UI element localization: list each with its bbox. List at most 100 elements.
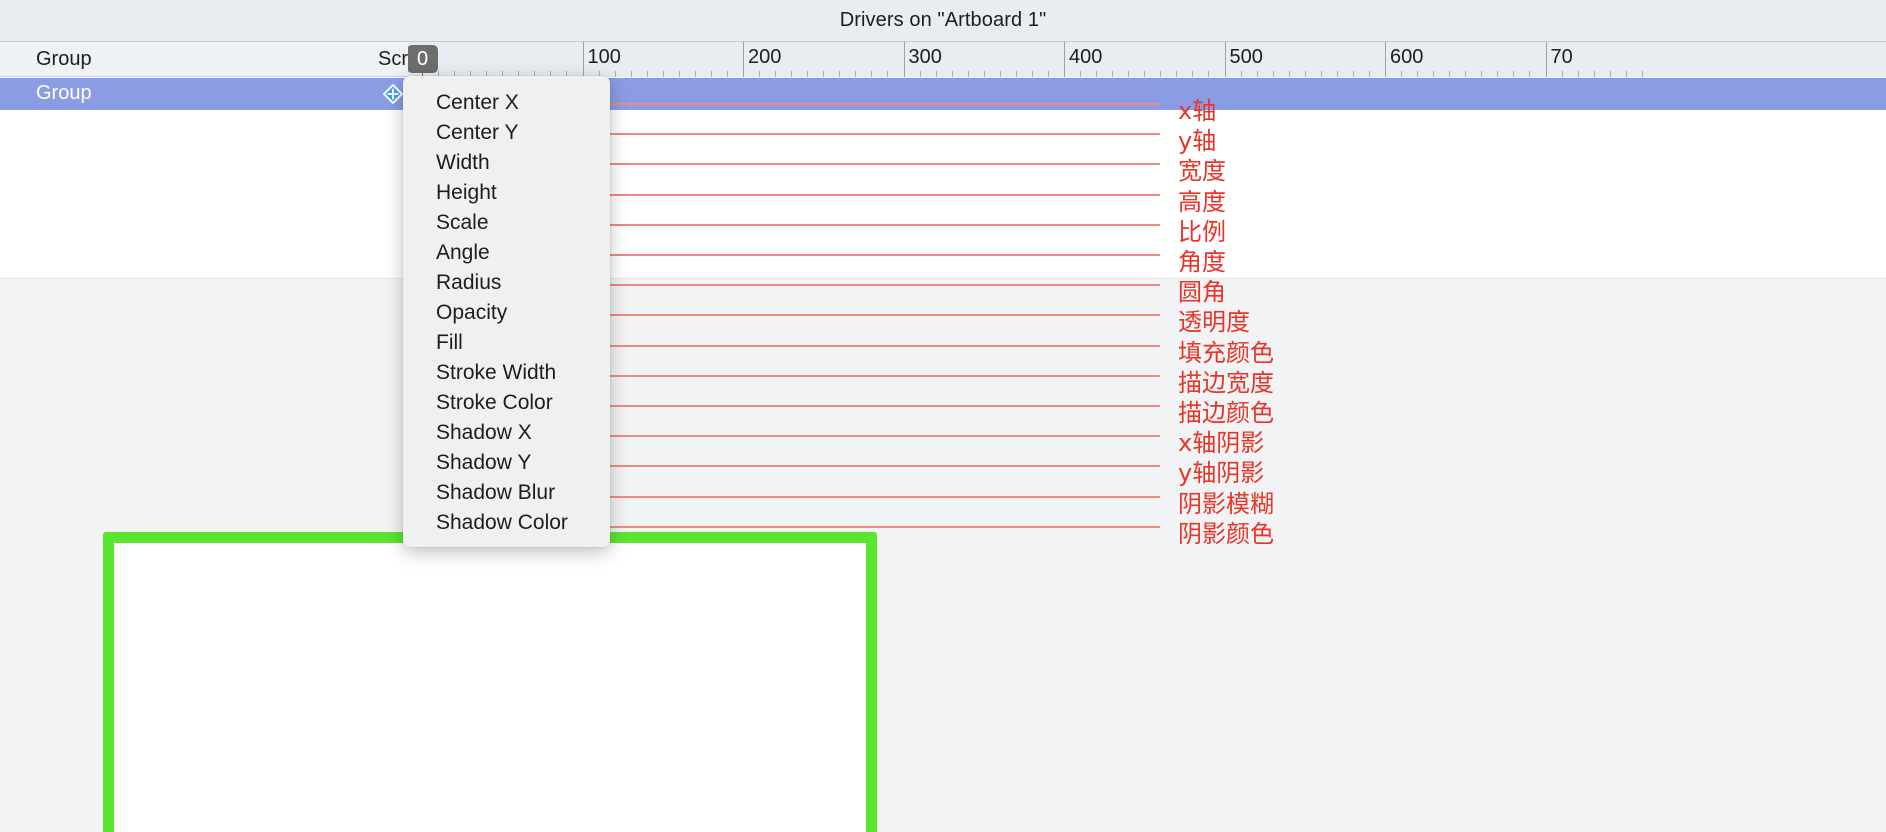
ruler-minor-tick: [1497, 71, 1499, 77]
ruler-minor-tick: [1288, 71, 1290, 77]
ruler-minor-tick: [1513, 71, 1515, 77]
ruler-minor-tick: [1481, 71, 1483, 77]
ruler-minor-tick: [678, 71, 680, 77]
ruler-major-tick: [1545, 42, 1547, 77]
menu-item[interactable]: Radius: [436, 271, 502, 294]
layer-row-group[interactable]: Group: [0, 78, 1886, 110]
ruler-minor-tick: [1160, 71, 1162, 77]
ruler-minor-tick: [1401, 71, 1403, 77]
ruler-minor-tick: [566, 71, 568, 77]
ruler-minor-tick: [1112, 71, 1114, 77]
ruler-minor-tick: [1256, 71, 1258, 77]
ruler-minor-tick: [935, 71, 937, 77]
ruler-minor-tick: [839, 71, 841, 77]
ruler-minor-tick: [646, 71, 648, 77]
menu-item[interactable]: Scale: [436, 211, 489, 234]
menu-item[interactable]: Shadow Y: [436, 451, 532, 474]
ruler-minor-tick: [1433, 71, 1435, 77]
menu-item[interactable]: Fill: [436, 331, 463, 354]
ruler-minor-tick: [1529, 71, 1531, 77]
ruler-minor-tick: [1176, 71, 1178, 77]
ruler-minor-tick: [759, 71, 761, 77]
ruler-minor-tick: [486, 71, 488, 77]
ruler-minor-tick: [1577, 71, 1579, 77]
ruler-minor-tick: [630, 71, 632, 77]
timeline-header-row: Group Scroll X 0100200300400500600700: [0, 42, 1886, 77]
annotation-label: 比例: [1178, 217, 1226, 246]
menu-item[interactable]: Angle: [436, 241, 490, 264]
annotation-label: 高度: [1178, 187, 1226, 216]
ruler-minor-tick: [1192, 71, 1194, 77]
ruler-major-tick: [1064, 42, 1065, 77]
ruler-tick-label: 200: [748, 46, 782, 68]
ruler-tick-label: 100: [587, 46, 621, 68]
ruler-tick-label: 400: [1069, 46, 1103, 68]
ruler-minor-tick: [710, 71, 712, 77]
column-header-group: Group: [36, 48, 92, 70]
ruler-minor-tick: [887, 71, 889, 77]
ruler-minor-tick: [1465, 71, 1467, 77]
menu-item[interactable]: Stroke Color: [436, 391, 553, 414]
annotation-label: x轴: [1178, 97, 1217, 125]
ruler-major-tick: [743, 42, 744, 77]
ruler-minor-tick: [1625, 71, 1627, 77]
annotation-label: y轴: [1178, 127, 1217, 156]
menu-item[interactable]: Shadow Color: [436, 511, 568, 534]
menu-item[interactable]: Opacity: [436, 301, 508, 324]
diamond-keyframe-icon[interactable]: [382, 83, 404, 105]
menu-item[interactable]: Shadow X: [436, 421, 532, 444]
menu-item[interactable]: Center Y: [436, 121, 519, 144]
annotation-label: 阴影模糊: [1178, 489, 1274, 518]
ruler-minor-tick: [1449, 71, 1451, 77]
ruler-minor-tick: [871, 71, 873, 77]
ruler-minor-tick: [1015, 71, 1017, 77]
ruler-minor-tick: [983, 71, 985, 77]
ruler-minor-tick: [534, 71, 536, 77]
ruler-minor-tick: [1609, 71, 1611, 77]
layer-row-label: Group: [36, 82, 92, 104]
ruler-minor-tick: [1561, 71, 1563, 77]
ruler-minor-tick: [999, 71, 1001, 77]
ruler-minor-tick: [454, 71, 456, 77]
ruler-minor-tick: [791, 71, 793, 77]
ruler-minor-tick: [598, 71, 600, 77]
menu-item[interactable]: Height: [436, 181, 497, 204]
ruler-minor-tick: [1368, 71, 1370, 77]
menu-item[interactable]: Width: [436, 151, 490, 174]
annotation-label: 透明度: [1178, 308, 1250, 337]
ruler-major-tick: [582, 42, 584, 77]
annotation-label: 描边宽度: [1178, 368, 1274, 397]
artboard-rectangle-shape[interactable]: [103, 532, 877, 832]
ruler-minor-tick: [807, 71, 809, 77]
ruler-minor-tick: [1208, 71, 1210, 77]
ruler-tick-label: 600: [1390, 46, 1424, 68]
annotation-label: 填充颜色: [1178, 338, 1274, 367]
ruler-minor-tick: [1320, 71, 1322, 77]
timeline-ruler[interactable]: 0100200300400500600700: [408, 42, 1886, 77]
ruler-minor-tick: [518, 71, 520, 77]
ruler-minor-tick: [775, 71, 777, 77]
ruler-minor-tick: [1272, 71, 1274, 77]
menu-item[interactable]: Stroke Width: [436, 361, 557, 384]
ruler-major-tick: [903, 42, 905, 77]
ruler-minor-tick: [470, 71, 472, 77]
ruler-minor-tick: [1336, 71, 1338, 77]
ruler-minor-tick: [919, 71, 921, 77]
menu-item[interactable]: Shadow Blur: [436, 481, 556, 504]
ruler-minor-tick: [1352, 71, 1354, 77]
annotation-label: x轴阴影: [1178, 429, 1265, 458]
menu-item[interactable]: Center X: [436, 91, 519, 114]
annotation-label: 圆角: [1178, 278, 1226, 307]
ruler-minor-tick: [1080, 71, 1082, 77]
ruler-minor-tick: [823, 71, 825, 77]
annotation-label: 描边颜色: [1178, 399, 1274, 427]
ruler-minor-tick: [662, 71, 664, 77]
ruler-minor-tick: [502, 71, 504, 77]
timeline-playhead[interactable]: 0: [408, 45, 438, 73]
window-titlebar: Drivers on "Artboard 1": [0, 0, 1886, 42]
ruler-minor-tick: [967, 71, 969, 77]
annotation-label: 角度: [1178, 248, 1226, 276]
window-title: Drivers on "Artboard 1": [839, 9, 1047, 31]
